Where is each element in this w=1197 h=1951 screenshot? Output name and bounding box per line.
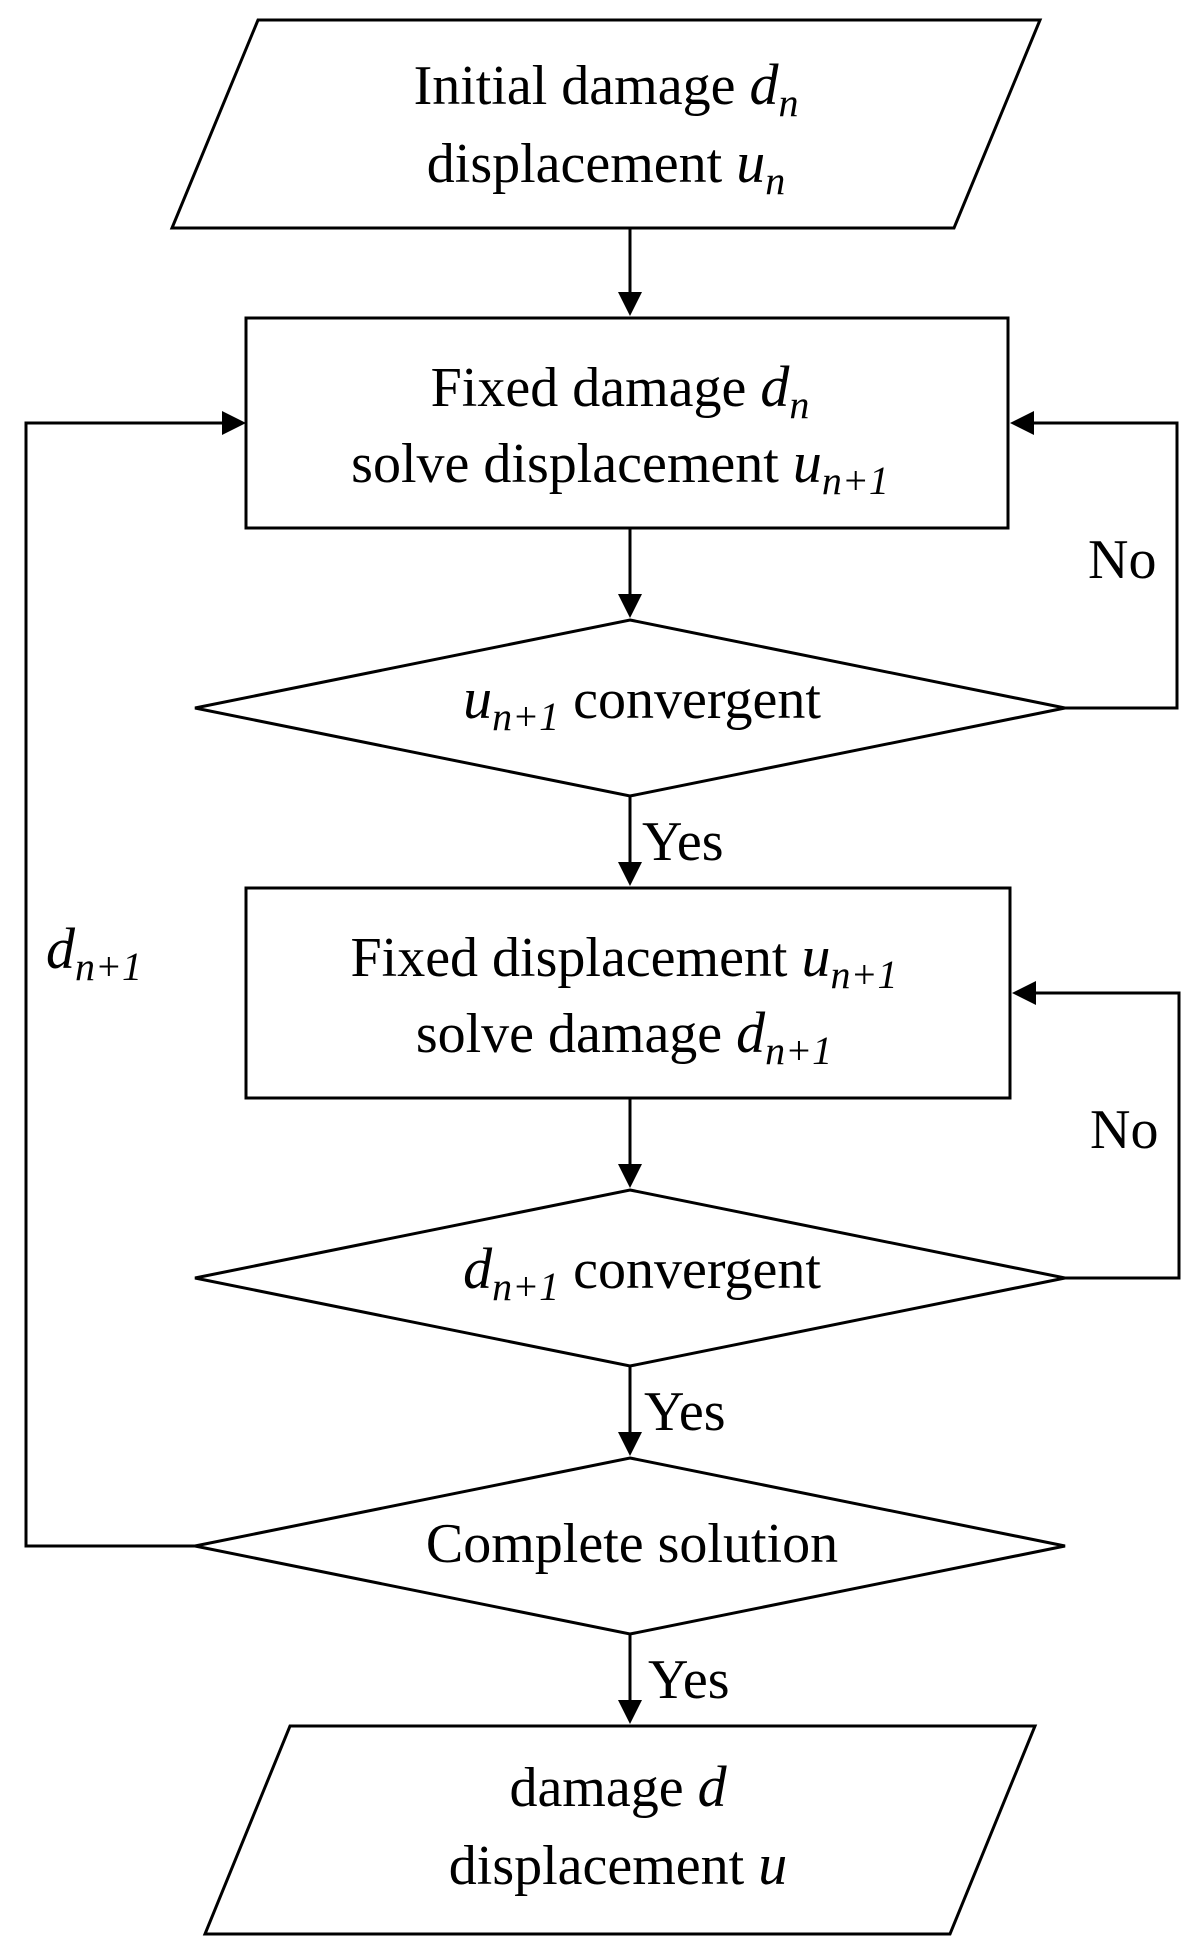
arrowhead-solve-d-to-check-d (618, 1164, 642, 1188)
edge-complete-outer-loop (24, 421, 224, 1548)
start-line2: displacement un (427, 130, 785, 203)
solve-u-line2: solve displacement un+1 (351, 430, 889, 503)
end-parallelogram (202, 1724, 1038, 1936)
solve-d-line1: Fixed displacement un+1 (350, 924, 897, 997)
arrowhead-complete-outer-loop (222, 411, 246, 435)
solve-u-line1: Fixed damage dn (431, 354, 810, 427)
solve-displacement-box (244, 316, 1010, 530)
yes-label-damage: Yes (644, 1381, 725, 1443)
check-u-label: un+1 convergent (463, 666, 821, 739)
edge-check-d-no-loop (1034, 991, 1181, 1280)
yes-label-displacement: Yes (642, 811, 723, 873)
solve-damage-box (244, 886, 1012, 1100)
loop-label-next-damage: dn+1 (46, 916, 142, 989)
arrowhead-check-u-to-solve-d (618, 862, 642, 886)
start-line1: Initial damage dn (414, 52, 799, 125)
check-d-label: dn+1 convergent (463, 1236, 821, 1309)
arrowhead-check-d-to-complete (618, 1432, 642, 1456)
arrowhead-start-to-solve-u (618, 292, 642, 316)
end-line2: displacement u (449, 1832, 787, 1897)
no-label-damage: No (1090, 1099, 1158, 1161)
yes-label-complete: Yes (648, 1649, 729, 1711)
arrowhead-check-u-no-loop (1010, 411, 1034, 435)
complete-label: Complete solution (426, 1513, 838, 1575)
start-parallelogram (169, 18, 1043, 230)
arrowhead-check-d-no-loop (1012, 981, 1036, 1005)
no-label-displacement: No (1088, 529, 1156, 591)
arrowhead-complete-to-end (618, 1700, 642, 1724)
solve-d-line2: solve damage dn+1 (416, 1000, 832, 1073)
edge-check-u-no-loop (1032, 421, 1179, 710)
end-line1: damage d (509, 1754, 727, 1819)
arrowhead-solve-u-to-check-u (618, 594, 642, 618)
